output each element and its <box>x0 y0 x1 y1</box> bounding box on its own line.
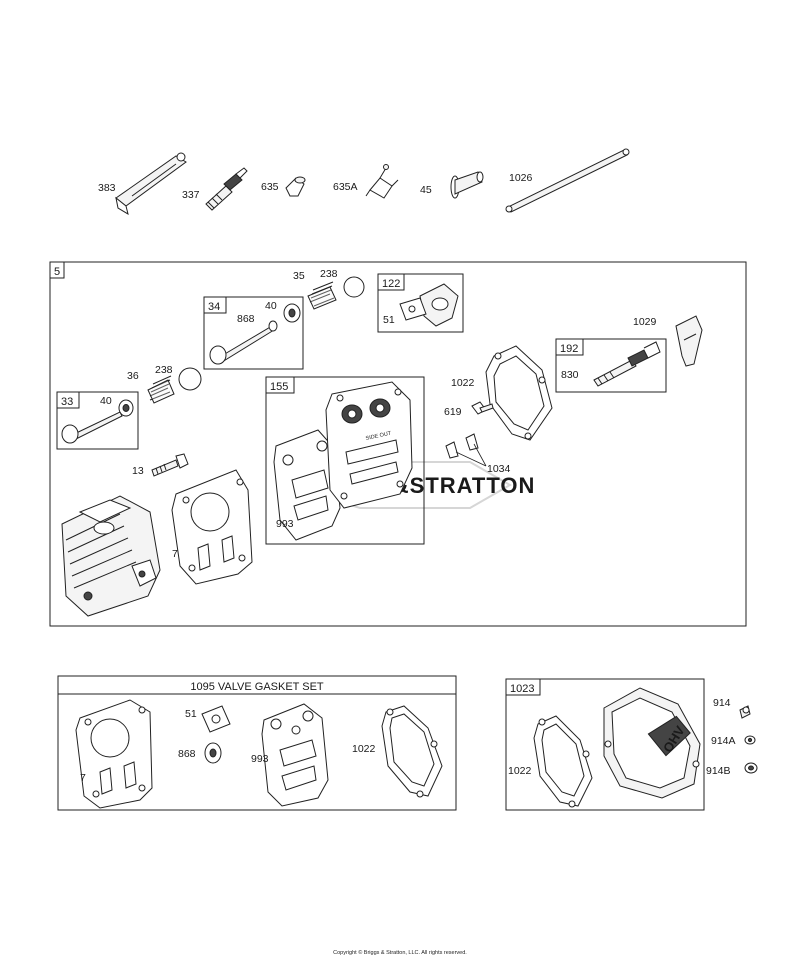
callout-868-a: 868 <box>237 313 255 325</box>
part-238-retainer-b <box>178 367 202 391</box>
callout-36: 36 <box>127 370 139 382</box>
part-1034-clip-a <box>445 441 459 459</box>
part-868-seal-a <box>268 320 278 332</box>
kit-1095-title: 1095 VALVE GASKET SET <box>190 681 324 693</box>
part-635A-terminal <box>365 164 399 199</box>
part-914B-grommet <box>744 762 758 774</box>
part-635-wire-boot <box>285 176 306 197</box>
part-34-exhaust-valve <box>209 325 275 365</box>
part-7-head-gasket-a <box>171 469 253 585</box>
callout-7-a: 7 <box>172 548 178 560</box>
callout-1034: 1034 <box>487 463 511 475</box>
callout-33: 33 <box>61 396 73 408</box>
part-1026-push-rod <box>505 148 630 213</box>
callout-1023: 1023 <box>510 683 534 695</box>
part-33-intake-valve <box>61 411 123 444</box>
assembly-frame-5 <box>49 261 747 627</box>
callout-13: 13 <box>132 465 144 477</box>
part-619-cover-bolt <box>471 401 494 415</box>
callout-34: 34 <box>208 301 220 313</box>
callout-914B: 914B <box>706 765 731 777</box>
part-993-head-gasket-plate <box>273 429 341 541</box>
callout-993-a: 993 <box>276 518 294 530</box>
part-993-plate-gasket-b <box>261 703 329 807</box>
callout-868-b: 868 <box>178 748 196 760</box>
part-1029-rocker-arm <box>675 315 703 367</box>
box-155-tag <box>265 376 295 394</box>
callout-7-b: 7 <box>80 772 86 784</box>
part-337-spark-plug <box>205 167 248 211</box>
callout-914: 914 <box>713 697 731 709</box>
part-122-intake-manifold <box>399 283 459 327</box>
part-1022-cover-gasket-a <box>485 345 553 441</box>
gasket-decal: SIDE OUT <box>365 431 392 442</box>
part-35-valve-spring <box>307 281 337 310</box>
part-192-rocker-stud <box>593 341 661 387</box>
part-914-screw <box>739 705 751 719</box>
callout-238-b: 238 <box>155 364 173 376</box>
leader-1034 <box>455 443 487 467</box>
part-40-seal-a <box>283 303 301 323</box>
callout-1026: 1026 <box>509 172 533 184</box>
callout-635A: 635A <box>333 181 358 193</box>
part-1023-rocker-cover: OHV <box>603 687 701 799</box>
callout-40-b: 40 <box>100 395 112 407</box>
callout-635: 635 <box>261 181 279 193</box>
part-1022-cover-gasket-b <box>381 705 443 798</box>
box-122 <box>377 273 464 333</box>
callout-122: 122 <box>382 278 400 290</box>
copyright-footer: Copyright © Briggs & Stratton, LLC. All … <box>333 950 467 956</box>
part-cylinder-head <box>61 495 161 617</box>
callout-238-a: 238 <box>320 268 338 280</box>
callout-192: 192 <box>560 343 578 355</box>
callout-337: 337 <box>182 189 200 201</box>
part-7-head-gasket-b <box>75 699 153 809</box>
callout-155: 155 <box>270 381 288 393</box>
callout-914A: 914A <box>711 735 736 747</box>
callout-51-a: 51 <box>383 314 395 326</box>
box-34 <box>203 296 304 370</box>
part-238-retainer-a <box>343 276 365 298</box>
box-155 <box>265 376 425 545</box>
part-383-rocker-tool <box>115 152 187 216</box>
part-40-seal-b <box>118 399 134 417</box>
kit-1095-frame <box>57 675 457 811</box>
callout-1022-a: 1022 <box>451 377 475 389</box>
box-192 <box>555 338 667 393</box>
callout-993-b: 993 <box>251 753 269 765</box>
box-33 <box>56 391 139 450</box>
callout-1022-c: 1022 <box>508 765 532 777</box>
callout-830: 830 <box>561 369 579 381</box>
part-36-valve-spring <box>147 375 175 404</box>
box-192-tag <box>555 338 584 356</box>
box-1023 <box>505 678 705 811</box>
part-868-valve-seal-b <box>204 742 222 764</box>
part-155-cylinder-head-gasket: SIDE OUT <box>325 381 413 509</box>
assembly-tag-5-box <box>49 261 65 279</box>
part-51-intake-gasket <box>201 705 231 733</box>
callout-40-a: 40 <box>265 300 277 312</box>
part-1022-cover-gasket-c <box>533 715 593 808</box>
box-33-tag <box>56 391 80 409</box>
callout-1029: 1029 <box>633 316 657 328</box>
callout-619: 619 <box>444 406 462 418</box>
callout-383: 383 <box>98 182 116 194</box>
box-122-tag <box>377 273 405 291</box>
box-34-tag <box>203 296 227 314</box>
part-13-head-bolt <box>151 453 189 477</box>
callout-45: 45 <box>420 184 432 196</box>
box-1023-tag <box>505 678 541 696</box>
callout-51-b: 51 <box>185 708 197 720</box>
callout-35: 35 <box>293 270 305 282</box>
callout-1022-b: 1022 <box>352 743 376 755</box>
assembly-tag-5: 5 <box>54 266 60 278</box>
part-914A-washer <box>744 735 756 745</box>
part-45-tappet <box>450 171 484 199</box>
